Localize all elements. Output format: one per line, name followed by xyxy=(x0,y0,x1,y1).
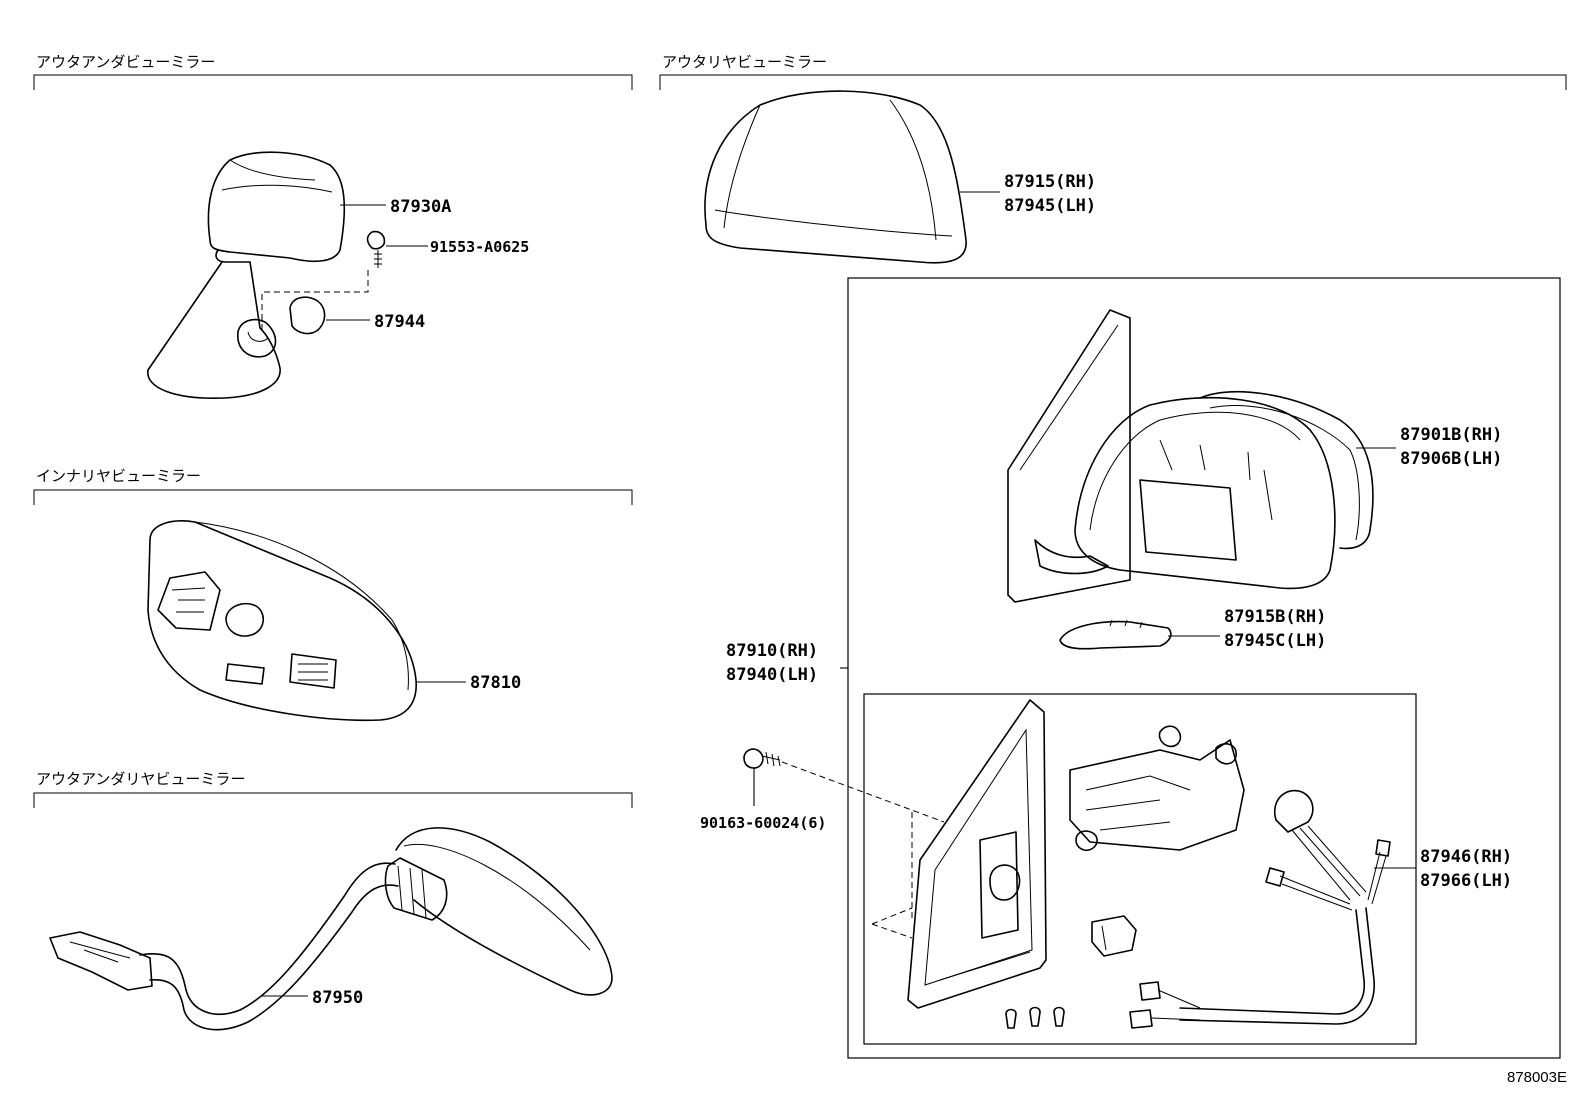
section-title-outer-rear-view-mirror: アウタリヤビューミラー xyxy=(662,53,827,71)
part-label-87945-lh: 87945(LH) xyxy=(1004,196,1096,216)
small-screws-drawing xyxy=(1005,1006,1065,1029)
mirror-base-bracket-drawing xyxy=(907,699,1047,1009)
part-label-87950: 87950 xyxy=(312,988,363,1008)
part-label-87944: 87944 xyxy=(374,312,425,332)
screw-drawing xyxy=(743,748,945,939)
part-label-91553-A0625: 91553-A0625 xyxy=(430,238,529,256)
part-label-87901B-rh: 87901B(RH) xyxy=(1400,425,1502,445)
part-label-87915B-rh: 87915B(RH) xyxy=(1224,607,1326,627)
outer-under-mirror-drawing xyxy=(147,151,428,400)
clip-drawing xyxy=(1091,915,1137,957)
assembly-box xyxy=(847,277,1561,1059)
wire-harness-drawing xyxy=(1129,789,1416,1029)
section-outer-rear-view-mirror: アウタリヤビューミラー xyxy=(659,53,1567,90)
part-label-87940-lh: 87940(LH) xyxy=(726,665,818,685)
section-outer-under-rear-view-mirror: アウタアンダリヤビューミラー xyxy=(33,770,633,808)
section-title-outer-under-rear-view-mirror: アウタアンダリヤビューミラー xyxy=(36,770,245,788)
section-title-outer-under-mirror: アウタアンダビューミラー xyxy=(36,53,215,71)
actuator-drawing xyxy=(1069,725,1245,852)
illustration-reference-code: 878003E xyxy=(1507,1069,1567,1086)
mirror-body-drawing xyxy=(1007,309,1396,603)
part-label-87966-lh: 87966(LH) xyxy=(1420,871,1512,891)
inner-rear-view-mirror-drawing xyxy=(147,520,466,722)
section-outer-under-mirror: アウタアンダビューミラー xyxy=(33,53,633,90)
inner-assembly-box xyxy=(863,693,1417,1045)
part-label-87906B-lh: 87906B(LH) xyxy=(1400,449,1502,469)
side-lamp-drawing xyxy=(1059,619,1220,650)
section-title-inner-rear-view-mirror: インナリヤビューミラー xyxy=(36,467,201,485)
part-label-87930A: 87930A xyxy=(390,197,451,217)
outer-under-rear-view-mirror-drawing xyxy=(49,827,613,1031)
part-label-87945C-lh: 87945C(LH) xyxy=(1224,631,1326,651)
part-label-87810: 87810 xyxy=(470,673,521,693)
part-label-90163-60024: 90163-60024(6) xyxy=(700,814,826,832)
part-label-87946-rh: 87946(RH) xyxy=(1420,847,1512,867)
part-label-87910-rh: 87910(RH) xyxy=(726,641,818,661)
mirror-cover-drawing xyxy=(704,90,1000,264)
section-inner-rear-view-mirror: インナリヤビューミラー xyxy=(33,467,633,505)
part-label-87915-rh: 87915(RH) xyxy=(1004,172,1096,192)
